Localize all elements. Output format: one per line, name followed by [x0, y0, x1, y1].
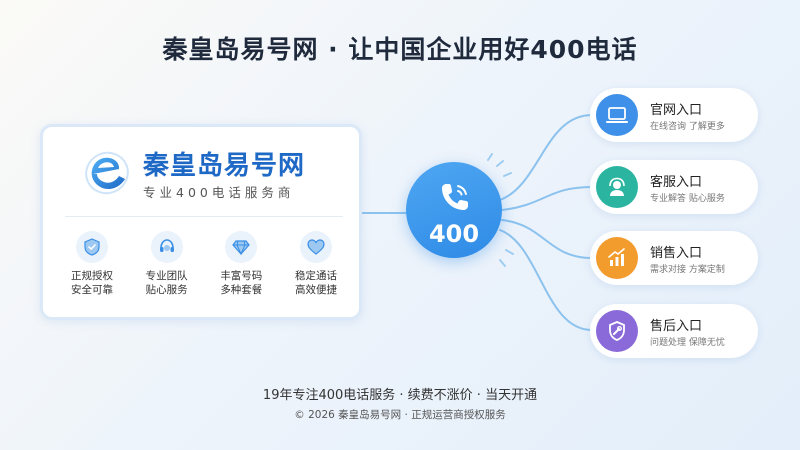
feature-line-1: 正规授权	[71, 270, 113, 282]
entry-subtitle: 问题处理 保障无忧	[650, 338, 725, 348]
customer-service-icon	[609, 177, 625, 196]
entry-title: 售后入口	[650, 319, 703, 334]
brand-card: 秦皇岛易号网 专业400电话服务商 正规授权 安全可靠	[40, 124, 362, 320]
chart-up-icon	[608, 248, 625, 266]
shield-wrench-icon	[609, 321, 625, 341]
diamond-icon	[232, 240, 251, 256]
connector-hub-entry-1	[499, 114, 593, 201]
feature-item: 稳定通话 高效便捷	[279, 231, 353, 297]
divider	[65, 216, 343, 217]
feature-list: 正规授权 安全可靠 专业团队 贴心服务 丰富号码	[55, 231, 353, 297]
phone-icon	[442, 184, 468, 210]
connector-hub-entry-3	[501, 219, 593, 259]
entry-website-button[interactable]: 官网入口 在线咨询 了解更多	[590, 88, 758, 142]
feature-item: 正规授权 安全可靠	[55, 231, 129, 297]
feature-item: 丰富号码 多种套餐	[204, 231, 278, 297]
signal-rays	[487, 153, 514, 267]
heart-icon	[307, 239, 325, 255]
hub-400-button[interactable]: 400	[406, 162, 502, 258]
footer-copyright: © 2026 秦皇岛易号网 · 正规运营商授权服务	[294, 409, 506, 421]
brand-name: 秦皇岛易号网	[143, 151, 306, 181]
feature-line-2: 贴心服务	[145, 284, 188, 296]
connector-hub-entry-4	[499, 229, 593, 331]
laptop-icon	[606, 107, 628, 123]
feature-line-1: 专业团队	[145, 270, 188, 282]
feature-line-1: 丰富号码	[220, 270, 263, 282]
footer-slogan: 19年专注400电话服务 · 续费不涨价 · 当天开通	[262, 388, 538, 403]
entry-sales-button[interactable]: 销售入口 需求对接 方案定制	[590, 231, 758, 285]
page-title: 秦皇岛易号网 · 让中国企业用好400电话	[162, 35, 638, 64]
entry-title: 销售入口	[650, 246, 703, 261]
entry-subtitle: 需求对接 方案定制	[650, 265, 725, 275]
feature-item: 专业团队 贴心服务	[130, 231, 204, 297]
connector-hub-entry-2	[501, 186, 593, 211]
entry-subtitle: 在线咨询 了解更多	[650, 122, 725, 132]
feature-line-2: 多种套餐	[220, 284, 263, 296]
entry-title: 客服入口	[650, 175, 703, 190]
entry-title: 官网入口	[650, 103, 703, 118]
feature-line-2: 高效便捷	[294, 284, 337, 296]
feature-line-1: 稳定通话	[294, 270, 337, 282]
shield-check-icon	[84, 238, 100, 256]
headset-icon	[159, 239, 174, 252]
brand-tagline: 专业400电话服务商	[143, 185, 295, 200]
hub-label: 400	[428, 220, 480, 248]
e-logo-icon	[85, 151, 129, 195]
entry-customer-service-button[interactable]: 客服入口 专业解答 贴心服务	[590, 160, 758, 214]
entry-after-sales-button[interactable]: 售后入口 问题处理 保障无忧	[590, 304, 758, 358]
feature-line-2: 安全可靠	[71, 284, 113, 296]
entry-subtitle: 专业解答 贴心服务	[650, 194, 725, 204]
